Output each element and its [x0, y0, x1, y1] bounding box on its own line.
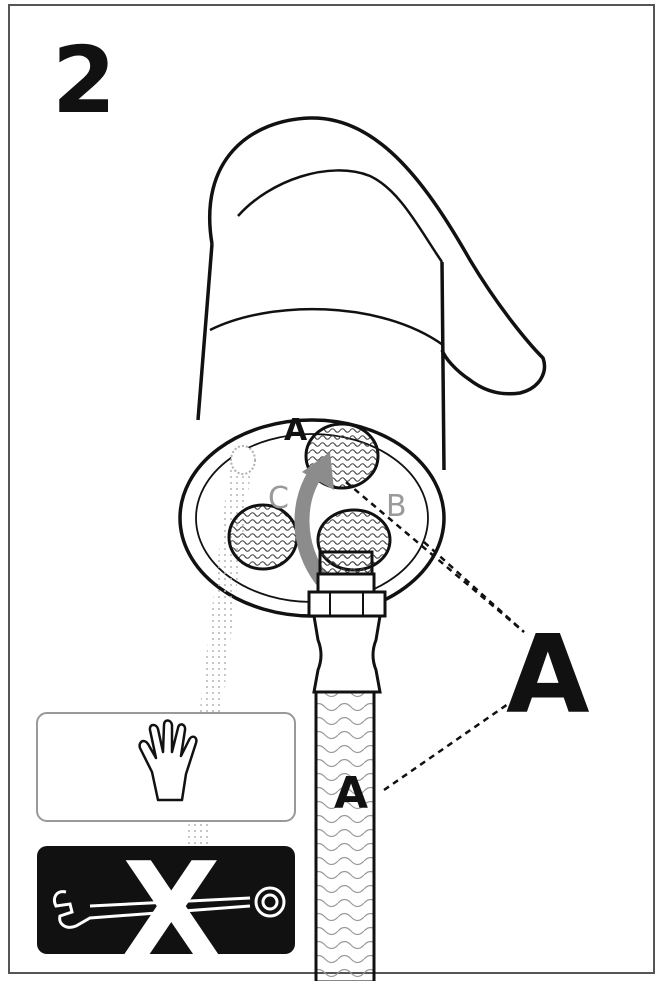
hose-fitting — [307, 550, 387, 694]
no-wrench-icon: X — [37, 836, 295, 981]
hand-tighten-icon — [36, 712, 296, 822]
leader-lines — [345, 481, 525, 792]
hose-c-background — [185, 445, 256, 862]
label-c: C — [268, 481, 289, 516]
label-a-hose: A — [334, 768, 368, 819]
rotation-arrow — [294, 452, 334, 585]
step-number: 2 — [52, 27, 116, 134]
label-b: B — [386, 489, 407, 524]
label-a-big: A — [506, 613, 590, 738]
faucet-body — [196, 243, 446, 471]
faucet-handle — [208, 116, 547, 396]
hose-a — [314, 690, 376, 981]
no-wrench-x: X — [122, 836, 221, 981]
label-a-top: A — [284, 413, 308, 448]
